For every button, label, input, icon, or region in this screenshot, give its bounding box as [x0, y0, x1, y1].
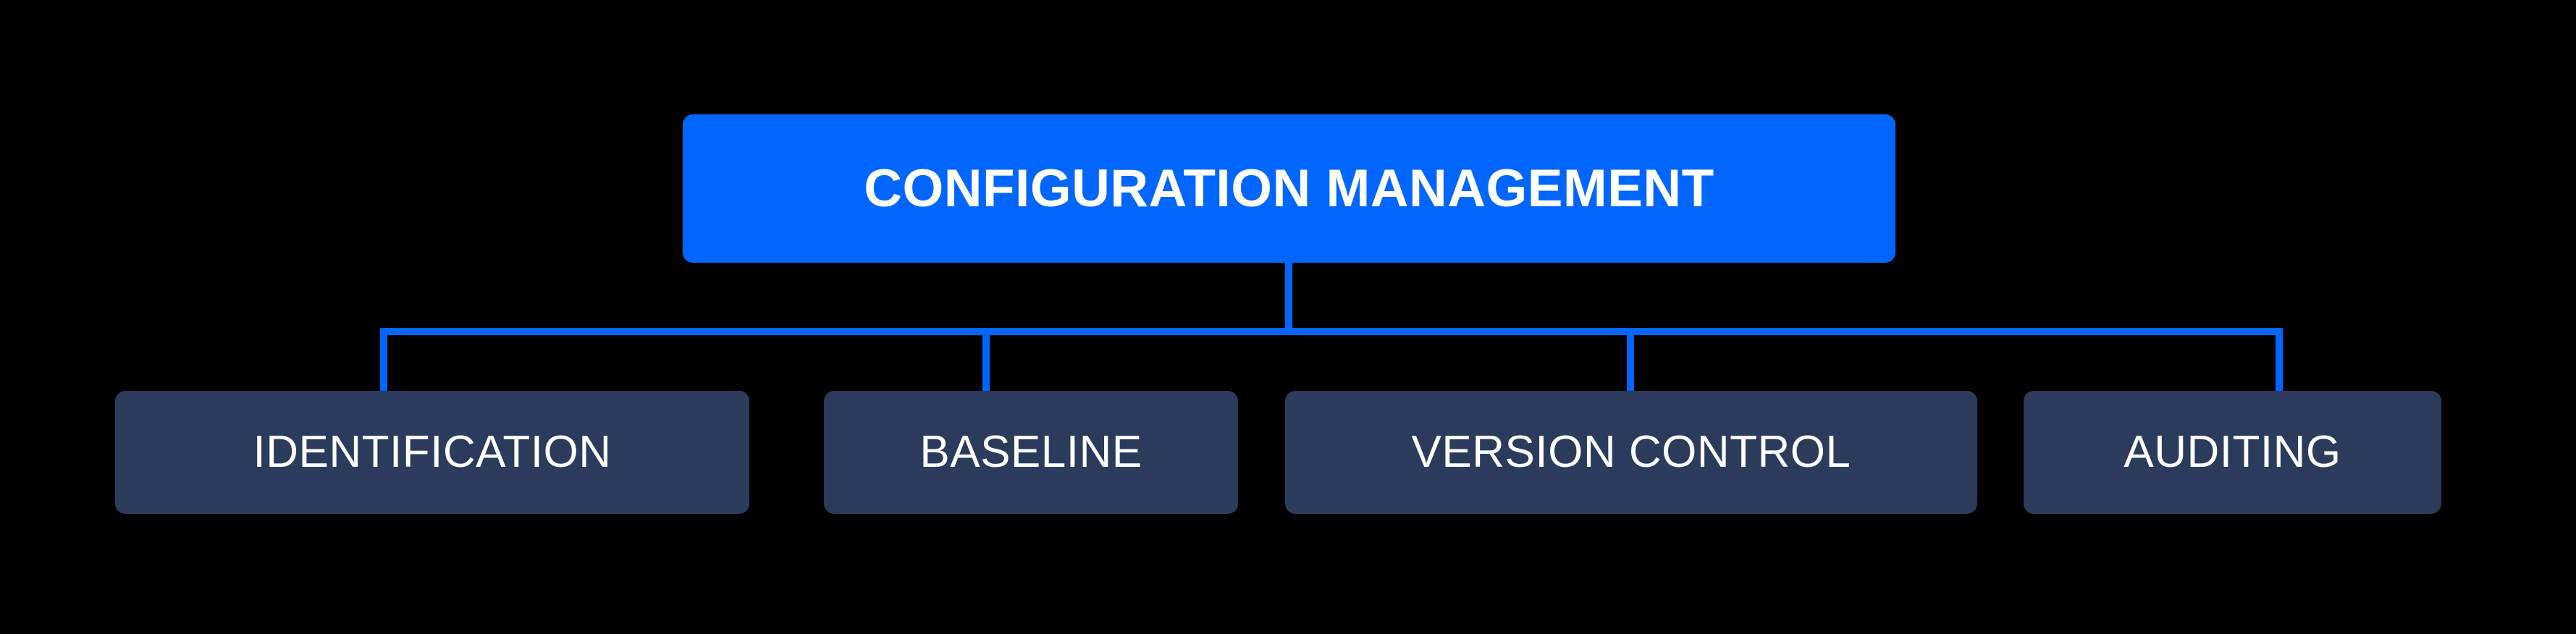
child-node-baseline[interactable]: BASELINE [824, 391, 1238, 514]
child-node-auditing[interactable]: AUDITING [2024, 391, 2441, 514]
child-node-version-control[interactable]: VERSION CONTROL [1285, 391, 1977, 514]
root-node-configuration-management[interactable]: CONFIGURATION MANAGEMENT [683, 114, 1895, 263]
connector-drop-identification [380, 328, 387, 393]
connector-drop-auditing [2276, 328, 2283, 393]
connector-root-stem [1285, 261, 1292, 333]
child-node-label-auditing: AUDITING [2123, 427, 2341, 477]
child-node-identification[interactable]: IDENTIFICATION [115, 391, 749, 514]
connector-drop-baseline [982, 328, 990, 393]
connector-horizontal-bus [380, 328, 2283, 335]
child-node-label-version-control: VERSION CONTROL [1411, 427, 1851, 477]
root-node-label: CONFIGURATION MANAGEMENT [864, 159, 1714, 218]
connector-drop-version-control [1627, 328, 1634, 393]
child-node-label-identification: IDENTIFICATION [253, 427, 612, 477]
child-node-label-baseline: BASELINE [919, 427, 1142, 477]
